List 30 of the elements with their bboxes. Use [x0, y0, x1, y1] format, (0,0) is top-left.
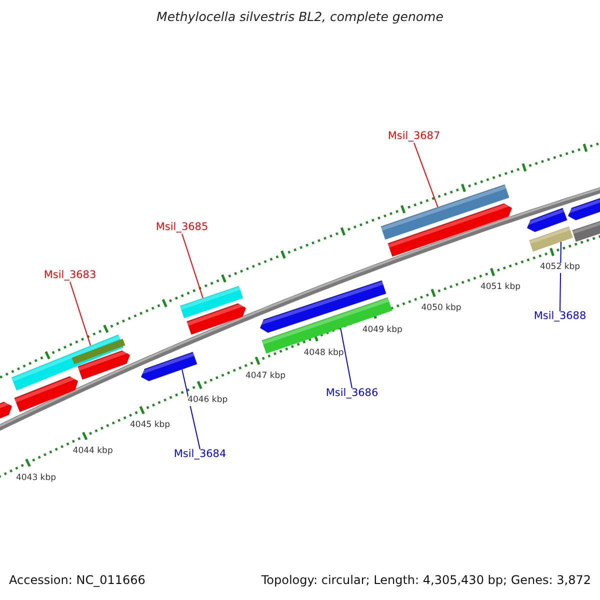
gene-label: Msil_3688 — [534, 311, 586, 323]
gene-label: Msil_3683 — [44, 270, 96, 282]
position-label: 4049 kbp — [362, 326, 402, 336]
gene-feature — [139, 352, 198, 382]
position-label: 4052 kbp — [540, 263, 580, 273]
position-label: 4043 kbp — [16, 474, 56, 484]
position-label: 4047 kbp — [245, 372, 286, 382]
position-label: 4050 kbp — [421, 304, 462, 314]
position-label: 4044 kbp — [72, 447, 113, 457]
gene-feature — [11, 334, 126, 390]
genome-summary: Topology: circular; Length: 4,305,430 bp; Genes: 3,872 — [261, 574, 591, 588]
leader-line — [414, 142, 438, 208]
gene-label: Msil_3687 — [388, 131, 440, 143]
accession-label: Accession: NC_011666 — [9, 574, 146, 588]
gene-feature — [529, 226, 573, 252]
position-label: 4045 kbp — [130, 421, 170, 431]
gene-feature — [380, 184, 510, 240]
leader-line — [70, 281, 92, 346]
leader-line — [340, 328, 352, 389]
leader-line — [560, 241, 562, 312]
gene-label: Msil_3685 — [156, 222, 208, 234]
gene-label: Msil_3686 — [326, 388, 378, 400]
leader-line — [182, 233, 204, 299]
gene-feature — [180, 286, 244, 318]
title: Methylocella silvestris BL2, complete genome — [156, 10, 444, 24]
position-label: 4048 kbp — [304, 348, 344, 358]
position-label: 4046 kbp — [188, 396, 228, 406]
position-label: 4051 kbp — [480, 283, 521, 293]
leader-line — [182, 368, 200, 450]
gene-label: Msil_3684 — [174, 449, 226, 461]
